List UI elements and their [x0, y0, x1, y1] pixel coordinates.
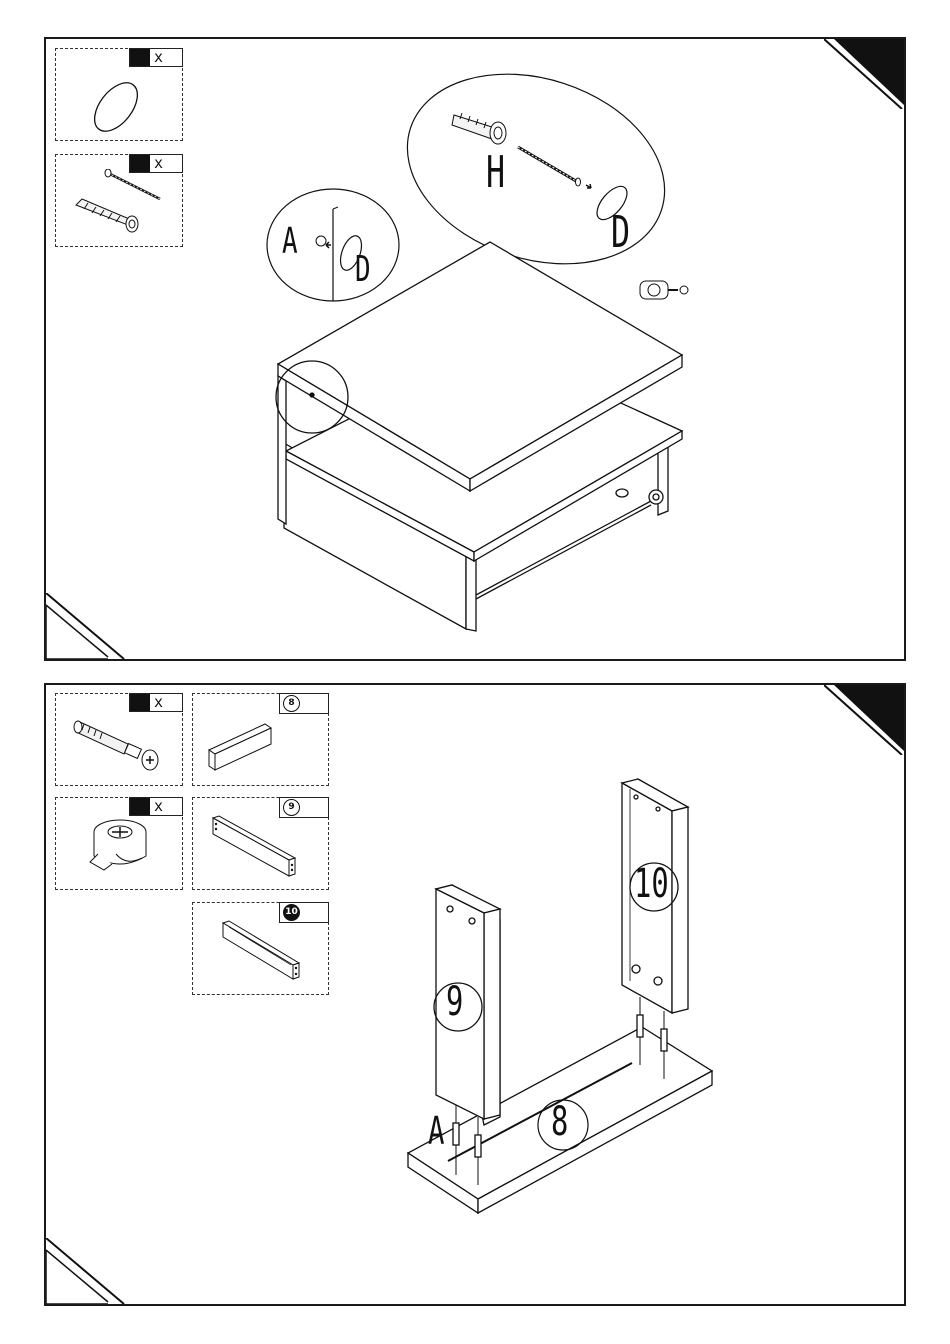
step-2-assembly-drawing — [46, 685, 904, 1305]
panel-label-10: 10 — [634, 861, 669, 907]
detail-callout-right — [383, 43, 690, 296]
bolt-label-a: A — [428, 1109, 444, 1153]
callout-plug-label-h: H — [486, 147, 505, 198]
panel-label-8: 8 — [551, 1099, 568, 1145]
step-2-panel: x x 8 — [44, 683, 906, 1306]
callout-part-label-a: A — [282, 221, 298, 262]
panel-label-9: 9 — [446, 979, 463, 1025]
step-1-assembly-drawing — [46, 39, 904, 659]
callout-cap-label-d-right: D — [611, 207, 630, 258]
cam-lock-detail — [640, 281, 688, 299]
callout-cap-label-d-left: D — [355, 249, 371, 290]
step-1-panel: x x — [44, 37, 906, 661]
